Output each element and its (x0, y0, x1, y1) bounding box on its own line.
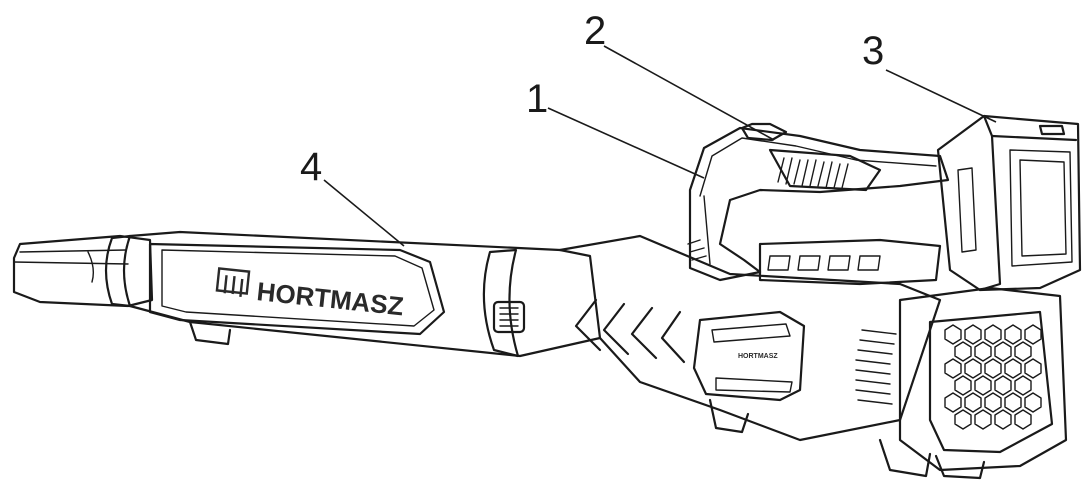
callout-label-3: 3 (862, 29, 884, 73)
leader-line-3 (885, 69, 997, 123)
trigger-grip (768, 148, 882, 192)
brand-name-housing: HORTMASZ (738, 353, 778, 360)
handle (687, 122, 950, 286)
leader-line-4 (323, 179, 405, 247)
brand-emblem-icon (215, 267, 251, 297)
callout-label-2: 2 (584, 9, 606, 53)
brand-logo-tube: HORTMASZ (215, 267, 405, 321)
blower-tube (12, 230, 602, 358)
intake-mesh (944, 324, 1042, 430)
brand-name-tube: HORTMASZ (255, 276, 405, 321)
leader-line-2 (603, 45, 775, 141)
leader-line-1 (547, 107, 705, 179)
fan-intake (878, 286, 1068, 480)
battery-pack (936, 114, 1082, 292)
callout-label-1: 1 (526, 77, 548, 121)
blower-housing: HORTMASZ (558, 234, 942, 442)
callout-label-4: 4 (300, 145, 322, 189)
